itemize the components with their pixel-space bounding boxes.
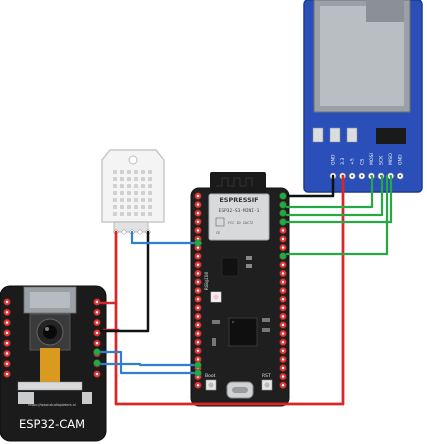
- espressif-brand: ESPRESSIF: [219, 196, 258, 204]
- sd-pin-label: MISO: [388, 153, 394, 165]
- dht-pin: [121, 229, 127, 235]
- rgb-led-label: RGB@IO8: [204, 271, 210, 290]
- connected-pin-marker: [194, 361, 202, 369]
- svg-text:CE: CE: [216, 231, 220, 235]
- connected-pin-marker: [93, 359, 101, 367]
- wire-spi-sck: [285, 174, 393, 224]
- connected-pin-marker: [279, 209, 287, 217]
- wire-cam-rx: [98, 362, 202, 367]
- sd-pin-label: GND: [331, 154, 337, 165]
- connected-pin-marker: [279, 192, 287, 200]
- rst-label: RST: [262, 373, 271, 379]
- wire-gnd-sd: [285, 174, 335, 198]
- sd-pin-label: SCK: [379, 155, 385, 165]
- connected-pin-marker: [279, 201, 287, 209]
- sd-pin-label: MOSI: [369, 153, 375, 165]
- module-model-label: ESP32-S3-MINI-1: [219, 208, 260, 214]
- sd-pin-label: GND: [398, 154, 404, 165]
- connected-pin-marker: [279, 218, 287, 226]
- dht-sensor: [101, 149, 165, 235]
- sd-pin-label: CS: [359, 159, 365, 165]
- wires: [93, 174, 393, 406]
- dht-pin: [137, 229, 143, 235]
- wire-spi-cs: [285, 174, 374, 209]
- connected-pin-marker: [93, 348, 101, 356]
- wire-dht-data: [130, 230, 203, 245]
- esp32-cam-label: ESP32-CAM: [19, 417, 85, 431]
- boot-label: Boot: [205, 373, 216, 379]
- sd-pin-label: 3.3: [340, 158, 346, 165]
- wire-gnd-black: [99, 230, 150, 333]
- esp32-devkit-board: ESPRESSIF ESP32-S3-MINI-1 FCC ID 2AC7Z C…: [190, 172, 290, 407]
- wire-spi-mosi: [285, 174, 384, 217]
- wire-cam-tx: [98, 350, 202, 375]
- connected-pin-marker: [194, 239, 202, 247]
- website-label: https://www.studiopieters.nl: [28, 403, 76, 407]
- svg-text:FCC ID 2AC7Z: FCC ID 2AC7Z: [228, 221, 253, 225]
- connected-pin-marker: [279, 252, 287, 260]
- esp32-cam-board: https://www.studiopieters.nl ESP32-CAM: [0, 285, 107, 442]
- wire-spi-miso: [285, 174, 389, 256]
- connected-pin-marker: [194, 369, 202, 377]
- sd-pin-label: +5: [350, 158, 356, 165]
